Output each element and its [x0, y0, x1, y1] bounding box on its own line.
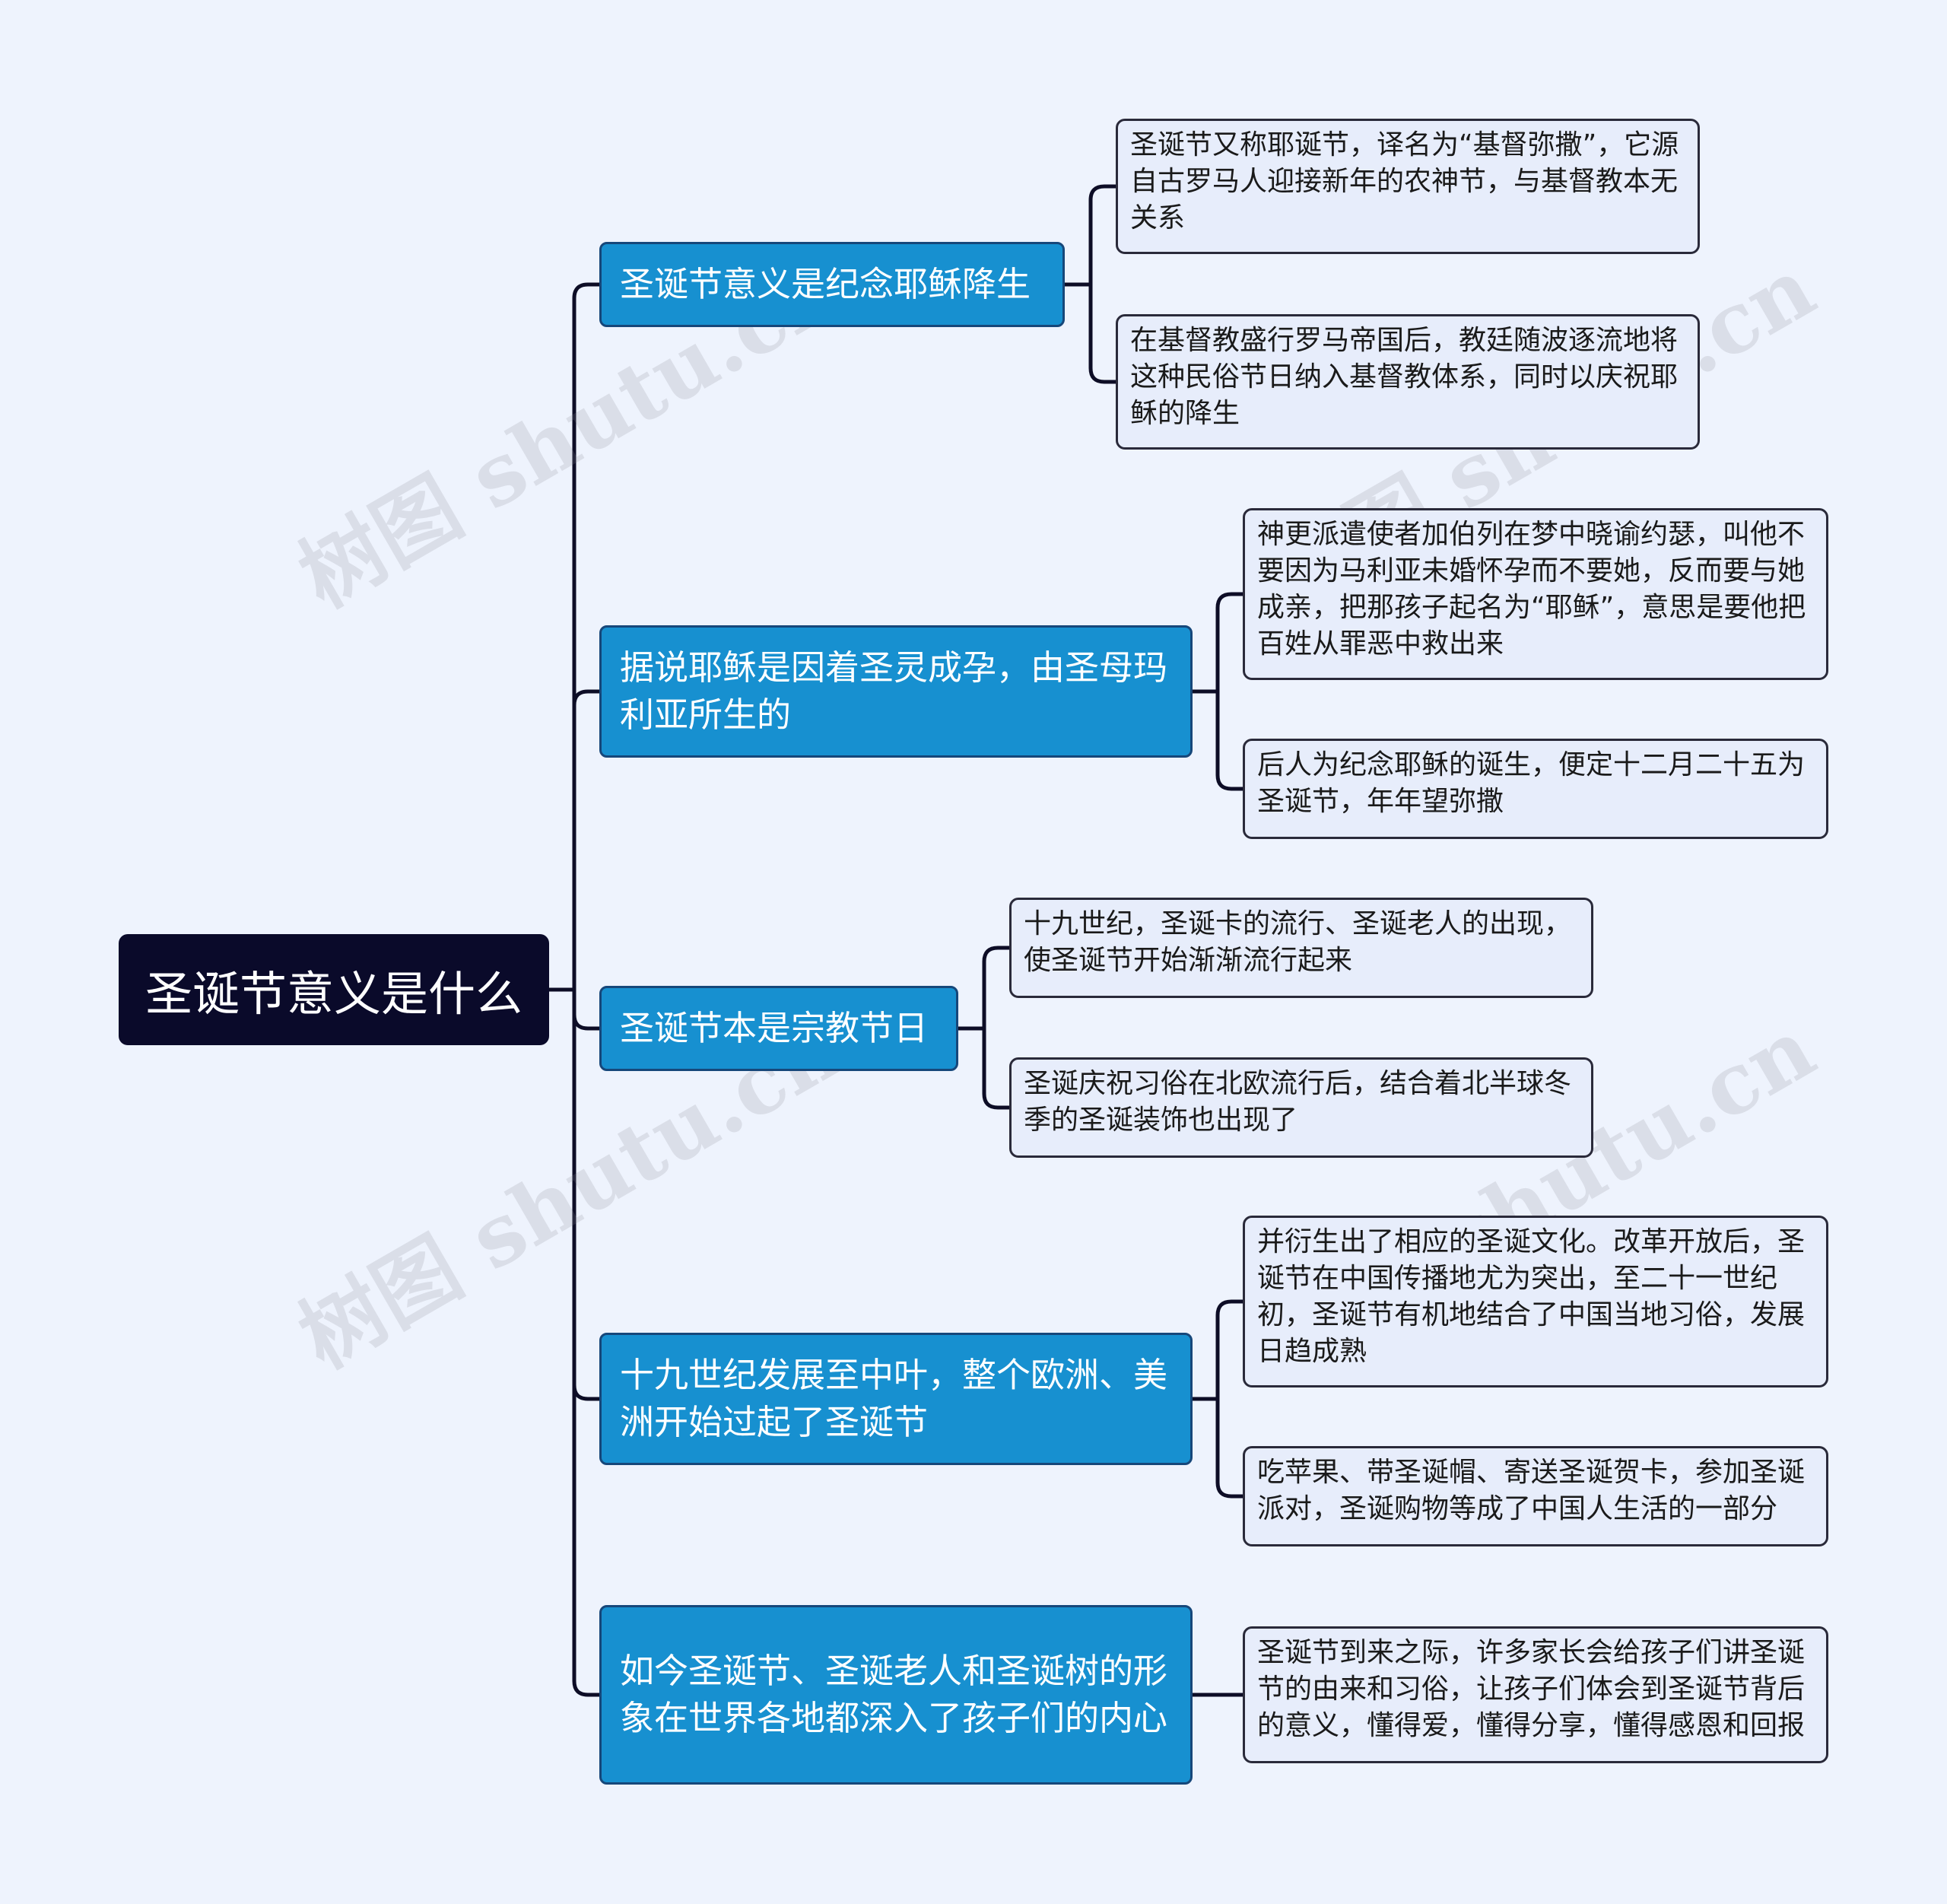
- leaf-topic-4-1[interactable]: 并衍生出了相应的圣诞文化。改革开放后，圣诞节在中国传播地尤为突出，至二十一世纪初…: [1243, 1216, 1828, 1387]
- leaf-topic-1-1[interactable]: 圣诞节又称耶诞节，译名为“基督弥撒”，它源自古罗马人迎接新年的农神节，与基督教本…: [1116, 119, 1700, 254]
- leaf-topic-1-2[interactable]: 在基督教盛行罗马帝国后，教廷随波逐流地将这种民俗节日纳入基督教体系，同时以庆祝耶…: [1116, 314, 1700, 450]
- leaf-topic-4-2[interactable]: 吃苹果、带圣诞帽、寄送圣诞贺卡，参加圣诞派对，圣诞购物等成了中国人生活的一部分: [1243, 1446, 1828, 1546]
- connector-line: [572, 689, 602, 992]
- leaf-topic-2-2[interactable]: 后人为纪念耶稣的诞生，便定十二月二十五为圣诞节，年年望弥撒: [1243, 739, 1828, 839]
- branch-topic-4[interactable]: 十九世纪发展至中叶，整个欧洲、美洲开始过起了圣诞节: [599, 1333, 1193, 1465]
- connector-line: [1088, 184, 1118, 287]
- branch-topic-2[interactable]: 据说耶稣是因着圣灵成孕，由圣母玛利亚所生的: [599, 625, 1193, 758]
- connector-line: [982, 946, 1012, 1031]
- connector-line: [572, 987, 602, 1031]
- branch-topic-3[interactable]: 圣诞节本是宗教节日: [599, 986, 958, 1071]
- leaf-topic-3-1[interactable]: 十九世纪，圣诞卡的流行、圣诞老人的出现，使圣诞节开始渐渐流行起来: [1009, 898, 1593, 998]
- connector-line: [982, 1026, 1012, 1110]
- leaf-label: 在基督教盛行罗马帝国后，教廷随波逐流地将这种民俗节日纳入基督教体系，同时以庆祝耶…: [1130, 325, 1679, 429]
- leaf-topic-5-1[interactable]: 圣诞节到来之际，许多家长会给孩子们讲圣诞节的由来和习俗，让孩子们体会到圣诞节背后…: [1243, 1626, 1828, 1763]
- leaf-label: 并衍生出了相应的圣诞文化。改革开放后，圣诞节在中国传播地尤为突出，至二十一世纪初…: [1257, 1226, 1806, 1367]
- leaf-label: 圣诞节又称耶诞节，译名为“基督弥撒”，它源自古罗马人迎接新年的农神节，与基督教本…: [1130, 129, 1679, 234]
- connector-line: [1088, 282, 1118, 384]
- branch-label: 如今圣诞节、圣诞老人和圣诞树的形象在世界各地都深入了孩子们的内心: [620, 1651, 1168, 1738]
- connector-line: [1215, 1299, 1245, 1401]
- connector-line: [1215, 689, 1245, 791]
- branch-label: 据说耶稣是因着圣灵成孕，由圣母玛利亚所生的: [620, 647, 1168, 735]
- leaf-topic-2-1[interactable]: 神更派遣使者加伯列在梦中晓谕约瑟，叫他不要因为马利亚未婚怀孕而不要她，反而要与她…: [1243, 508, 1828, 680]
- connector-line: [572, 282, 602, 992]
- leaf-label: 后人为纪念耶稣的诞生，便定十二月二十五为圣诞节，年年望弥撒: [1257, 749, 1806, 817]
- root-topic[interactable]: 圣诞节意义是什么: [119, 934, 549, 1045]
- leaf-label: 十九世纪，圣诞卡的流行、圣诞老人的出现，使圣诞节开始渐渐流行起来: [1024, 908, 1572, 976]
- connector-line: [572, 987, 602, 1697]
- leaf-label: 圣诞节到来之际，许多家长会给孩子们讲圣诞节的由来和习俗，让孩子们体会到圣诞节背后…: [1257, 1637, 1806, 1741]
- branch-label: 圣诞节意义是纪念耶稣降生: [620, 264, 1031, 304]
- branch-label: 圣诞节本是宗教节日: [620, 1008, 929, 1048]
- branch-topic-5[interactable]: 如今圣诞节、圣诞老人和圣诞树的形象在世界各地都深入了孩子们的内心: [599, 1605, 1193, 1785]
- connector-line: [1215, 592, 1245, 694]
- leaf-label: 神更派遣使者加伯列在梦中晓谕约瑟，叫他不要因为马利亚未婚怀孕而不要她，反而要与她…: [1257, 519, 1806, 660]
- branch-label: 十九世纪发展至中叶，整个欧洲、美洲开始过起了圣诞节: [620, 1355, 1168, 1442]
- connector-line: [1215, 1397, 1245, 1499]
- leaf-topic-3-2[interactable]: 圣诞庆祝习俗在北欧流行后，结合着北半球冬季的圣诞装饰也出现了: [1009, 1057, 1593, 1158]
- branch-topic-1[interactable]: 圣诞节意义是纪念耶稣降生: [599, 242, 1065, 327]
- leaf-label: 吃苹果、带圣诞帽、寄送圣诞贺卡，参加圣诞派对，圣诞购物等成了中国人生活的一部分: [1257, 1457, 1806, 1524]
- leaf-label: 圣诞庆祝习俗在北欧流行后，结合着北半球冬季的圣诞装饰也出现了: [1024, 1068, 1572, 1136]
